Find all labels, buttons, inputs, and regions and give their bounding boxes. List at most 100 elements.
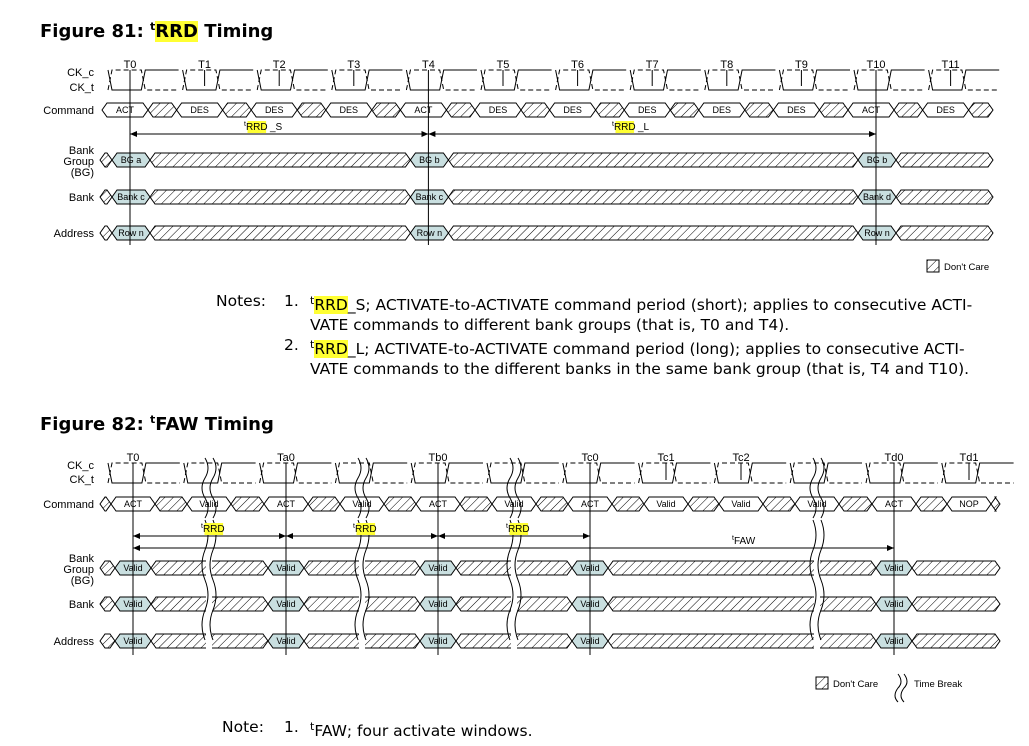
time-label: T6 [571, 59, 584, 71]
command-label: DES [489, 105, 508, 115]
bank-dontcare [99, 189, 113, 205]
command-dontcare [967, 102, 994, 118]
notes-label: Notes: [216, 292, 266, 310]
command-label: DES [340, 105, 359, 115]
bank-group-dontcare [99, 152, 113, 168]
figure-81-title-prefix: Figure 81: [40, 21, 151, 42]
ck-c-wave [107, 69, 1000, 91]
address-dontcare [895, 225, 994, 241]
command-dontcare [744, 102, 775, 118]
ck-c-wave [107, 462, 1014, 484]
time-label: Tc2 [732, 452, 749, 464]
command-label: ACT [414, 105, 433, 115]
command-label: Valid [199, 499, 218, 509]
command-label: DES [713, 105, 732, 115]
note-1-highlight: RRD [314, 296, 348, 315]
row-label-command: Command [43, 499, 94, 511]
time-break-mark [809, 519, 825, 641]
command-dontcare [762, 496, 796, 512]
time-break-gap [814, 520, 820, 655]
row-label-bank-group-3: (BG) [71, 167, 94, 179]
figure-82-title: Figure 82: tFAW Timing [40, 413, 274, 435]
time-label: Td0 [885, 452, 904, 464]
trrd-label: tRRD [353, 523, 377, 535]
trrd-s-suffix: _S [269, 122, 283, 133]
command-label: Valid [807, 499, 826, 509]
command-dontcare [221, 102, 252, 118]
command-label: ACT [862, 105, 881, 115]
row-label-bank: Bank [69, 192, 95, 204]
figure-81-title-highlight: RRD [155, 21, 198, 42]
command-dontcare [818, 102, 849, 118]
ck-t-wave [107, 462, 1014, 484]
bank-dontcare [149, 189, 412, 205]
time-label: T7 [646, 59, 659, 71]
ck-t-wave [107, 69, 1000, 91]
command-label: DES [190, 105, 209, 115]
row-label-bank-group-1: Bank [69, 145, 95, 157]
row-label-bank-group-1: Bank [69, 553, 95, 565]
time-label: T0 [127, 452, 140, 464]
command-label: ACT [116, 105, 135, 115]
bank-group-label: BG b [419, 155, 440, 165]
trrd-label-highlight [509, 523, 529, 535]
time-break-gap [511, 520, 517, 655]
time-label: T5 [497, 59, 510, 71]
time-label: T3 [347, 59, 360, 71]
figure-81-title-sup: t [150, 20, 156, 33]
command-label: DES [787, 105, 806, 115]
row-label-address: Address [54, 228, 95, 240]
clock-label-ck-c: CK_c [67, 460, 94, 472]
time-label: T10 [867, 59, 886, 71]
command-dontcare [383, 496, 417, 512]
time-break-mark [201, 519, 217, 641]
command-label: Valid [731, 499, 750, 509]
note-2-number: 2. [284, 336, 299, 354]
row-label-bank-group-2: Group [63, 564, 94, 576]
bank-label: Bank d [863, 192, 891, 202]
bank-dontcare [911, 596, 1001, 612]
command-dontcare [371, 102, 402, 118]
command-dontcare [838, 496, 873, 512]
time-label: T11 [942, 59, 960, 71]
command-label: DES [936, 105, 955, 115]
row-label-command: Command [43, 105, 94, 117]
note-2-line1: _L; ACTIVATE-to-ACTIVATE command period … [347, 340, 965, 359]
command-dontcare [893, 102, 924, 118]
command-label: Valid [656, 499, 675, 509]
note-1-sup: t [310, 294, 315, 307]
faw-note-number: 1. [284, 718, 299, 736]
time-label: Tc0 [581, 452, 598, 464]
command-dontcare [307, 496, 341, 512]
address-dontcare [99, 225, 113, 241]
note-2-sup: t [310, 338, 315, 351]
time-break-mark [506, 519, 522, 641]
time-label: T2 [273, 59, 286, 71]
figure-81-title: Figure 81: tRRD Timing [40, 20, 273, 42]
faw-note-body: FAW; four activate windows. [314, 722, 533, 741]
time-label: T9 [795, 59, 808, 71]
command-label: Valid [352, 499, 371, 509]
row-label-bank-group-3: (BG) [71, 575, 94, 587]
time-break-mark [201, 457, 217, 519]
time-break-gap [359, 520, 365, 655]
trrd-s-label-highlight [247, 121, 267, 133]
command-dontcare [520, 102, 551, 118]
bank-dontcare [607, 596, 877, 612]
time-label: T1 [198, 59, 211, 71]
figure-82-notes: Note: 1. tFAW; four activate windows. [222, 717, 822, 741]
legend-dontcare-swatch [926, 259, 940, 273]
bank-group-label: BG b [867, 155, 888, 165]
command-dontcare [611, 496, 645, 512]
figure-81-notes: Notes: 1. tRRD_S; ACTIVATE-to-ACTIVATE c… [216, 291, 1006, 381]
command-dontcare [687, 496, 720, 512]
clock-label-ck-t: CK_t [70, 82, 94, 94]
command-label: NOP [959, 499, 979, 509]
note-1-line1: _S; ACTIVATE-to-ACTIVATE command period … [347, 296, 973, 315]
trrd-l-label: tRRD [612, 121, 636, 133]
address-label: Row n [864, 228, 890, 238]
bank-group-dontcare [99, 560, 116, 576]
note-2-line2: VATE commands to the different banks in … [310, 360, 970, 379]
clock-label-ck-c: CK_c [67, 67, 94, 79]
